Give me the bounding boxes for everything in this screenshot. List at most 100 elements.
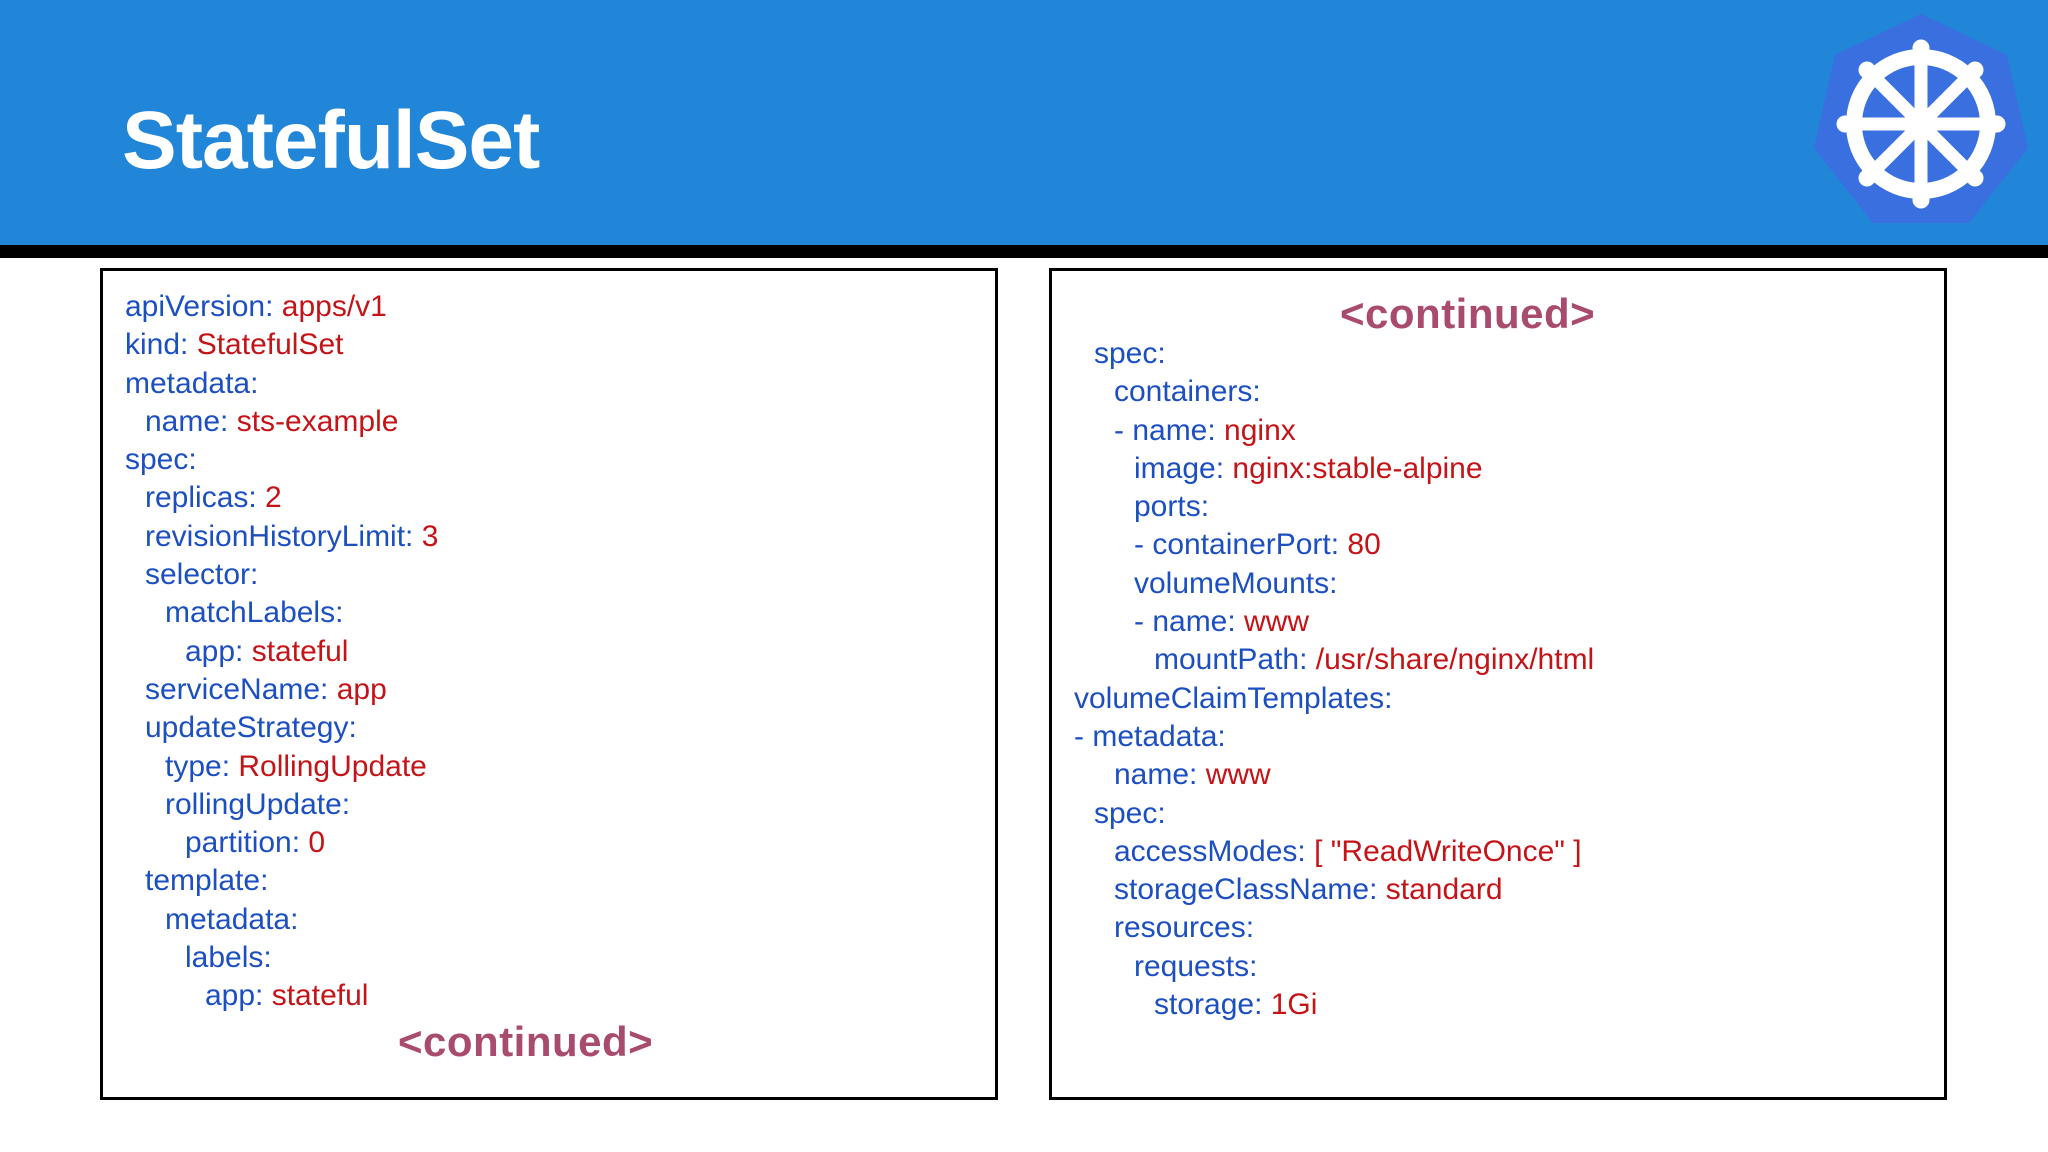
- yaml-value: 2: [256, 481, 282, 515]
- yaml-value: stateful: [263, 979, 369, 1013]
- yaml-value: stateful: [243, 634, 349, 668]
- yaml-line: mountPath: /usr/share/nginx/html: [1074, 641, 1944, 679]
- page-title: StatefulSet: [122, 95, 540, 186]
- yaml-line: spec:: [1074, 795, 1944, 833]
- yaml-key: - containerPort:: [1134, 528, 1340, 562]
- yaml-line: type: RollingUpdate: [125, 748, 995, 786]
- yaml-line: app: stateful: [125, 977, 995, 1015]
- yaml-key: spec:: [1094, 796, 1166, 830]
- yaml-line: ports:: [1074, 488, 1944, 526]
- yaml-line: template:: [125, 862, 995, 900]
- yaml-line: storage: 1Gi: [1074, 986, 1944, 1024]
- yaml-key: containers:: [1114, 375, 1261, 409]
- yaml-key: metadata:: [125, 366, 259, 400]
- yaml-value: app: [328, 672, 387, 706]
- yaml-value: www: [1197, 758, 1271, 792]
- yaml-value: nginx: [1215, 413, 1296, 447]
- yaml-key: selector:: [145, 558, 259, 592]
- kubernetes-wheel-logo: [1814, 14, 2028, 223]
- yaml-value: 3: [413, 519, 439, 553]
- yaml-key: revisionHistoryLimit:: [145, 519, 414, 553]
- continued-marker-right: <continued>: [1340, 290, 1596, 337]
- yaml-key: partition:: [185, 826, 301, 860]
- yaml-value: apps/v1: [273, 290, 387, 323]
- yaml-line: - name: nginx: [1074, 412, 1944, 450]
- yaml-line: spec:: [1074, 335, 1944, 373]
- yaml-key: rollingUpdate:: [165, 787, 351, 821]
- yaml-line: selector:: [125, 556, 995, 594]
- yaml-line: name: www: [1074, 756, 1944, 794]
- yaml-line: spec:: [125, 441, 995, 479]
- yaml-key: labels:: [185, 941, 272, 975]
- yaml-value: sts-example: [228, 404, 399, 438]
- yaml-key: spec:: [1094, 337, 1166, 370]
- yaml-value: /usr/share/nginx/html: [1307, 643, 1595, 677]
- yaml-key: - metadata:: [1074, 719, 1226, 753]
- yaml-line: name: sts-example: [125, 403, 995, 441]
- yaml-line: resources:: [1074, 909, 1944, 947]
- yaml-key: accessModes:: [1114, 834, 1306, 868]
- yaml-value: [ "ReadWriteOnce" ]: [1305, 834, 1582, 868]
- yaml-key: metadata:: [165, 902, 299, 936]
- yaml-line: - metadata:: [1074, 718, 1944, 756]
- yaml-line: app: stateful: [125, 633, 995, 671]
- yaml-value: RollingUpdate: [230, 749, 427, 783]
- yaml-line: revisionHistoryLimit: 3: [125, 518, 995, 556]
- yaml-line: - name: www: [1074, 603, 1944, 641]
- yaml-line: volumeMounts:: [1074, 565, 1944, 603]
- yaml-key: apiVersion:: [125, 290, 274, 323]
- yaml-line: labels:: [125, 939, 995, 977]
- yaml-key: updateStrategy:: [145, 711, 357, 745]
- yaml-value: 0: [300, 826, 326, 860]
- yaml-line: updateStrategy:: [125, 709, 995, 747]
- yaml-key: replicas:: [145, 481, 257, 515]
- yaml-line: containers:: [1074, 373, 1944, 411]
- yaml-line: volumeClaimTemplates:: [1074, 680, 1944, 718]
- yaml-line: partition: 0: [125, 824, 995, 862]
- continued-marker-left: <continued>: [398, 1018, 654, 1065]
- yaml-line: storageClassName: standard: [1074, 871, 1944, 909]
- header-divider-rule: [0, 245, 2048, 258]
- yaml-key: name:: [1114, 758, 1198, 792]
- yaml-line: rollingUpdate:: [125, 786, 995, 824]
- yaml-key: spec:: [125, 443, 197, 477]
- yaml-value: 1Gi: [1262, 988, 1318, 1022]
- yaml-value: www: [1235, 605, 1310, 639]
- yaml-line: replicas: 2: [125, 479, 995, 517]
- yaml-line: - containerPort: 80: [1074, 526, 1944, 564]
- yaml-key: image:: [1134, 451, 1225, 485]
- yaml-value: nginx:stable-alpine: [1224, 451, 1483, 485]
- yaml-key: app:: [185, 634, 244, 668]
- yaml-key: - name:: [1114, 413, 1216, 447]
- yaml-line: matchLabels:: [125, 594, 995, 632]
- yaml-line: image: nginx:stable-alpine: [1074, 450, 1944, 488]
- yaml-key: mountPath:: [1154, 643, 1308, 677]
- yaml-key: storageClassName:: [1114, 873, 1378, 907]
- yaml-key: - name:: [1134, 605, 1236, 639]
- yaml-key: resources:: [1114, 911, 1255, 945]
- yaml-value: standard: [1377, 873, 1503, 907]
- yaml-line: kind: StatefulSet: [125, 326, 995, 364]
- yaml-key: serviceName:: [145, 672, 329, 706]
- yaml-key: name:: [145, 404, 229, 438]
- yaml-key: volumeClaimTemplates:: [1074, 681, 1393, 715]
- slide-header: StatefulSet: [0, 0, 2048, 245]
- yaml-key: type:: [165, 749, 231, 783]
- yaml-key: template:: [145, 864, 269, 898]
- yaml-value: 80: [1339, 528, 1381, 562]
- yaml-key: requests:: [1134, 949, 1258, 983]
- yaml-value: StatefulSet: [188, 328, 344, 362]
- yaml-key: storage:: [1154, 988, 1263, 1022]
- yaml-key: matchLabels:: [165, 596, 344, 630]
- yaml-key: app:: [205, 979, 264, 1013]
- yaml-line: metadata:: [125, 901, 995, 939]
- yaml-line: accessModes: [ "ReadWriteOnce" ]: [1074, 833, 1944, 871]
- yaml-line: requests:: [1074, 948, 1944, 986]
- yaml-key: volumeMounts:: [1134, 566, 1338, 600]
- yaml-line: apiVersion: apps/v1: [125, 288, 995, 326]
- yaml-key: ports:: [1134, 490, 1210, 524]
